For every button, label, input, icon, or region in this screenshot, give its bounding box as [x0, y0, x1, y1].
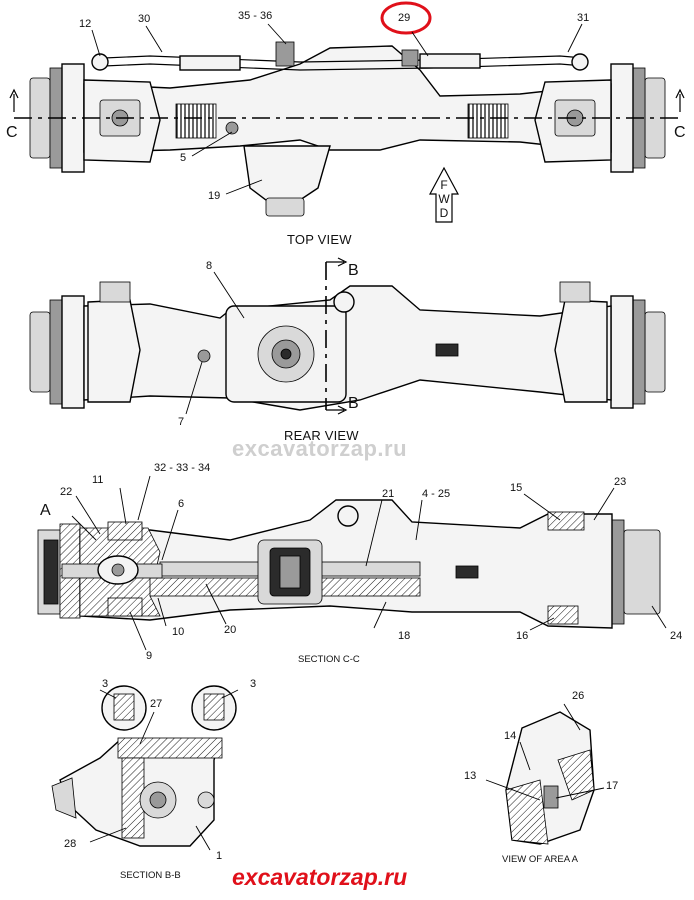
section-marker-c-left: C: [6, 124, 18, 141]
callout-18: 18: [398, 630, 411, 642]
callout-4-25: 4 - 25: [422, 488, 451, 500]
section-marker-b-top: B: [348, 262, 359, 279]
callout-29: 29: [398, 12, 411, 24]
callout-13: 13: [464, 770, 477, 782]
section-marker-c-right: C: [674, 124, 686, 141]
section-cc-title: SECTION C-C: [298, 654, 360, 665]
callout-6: 6: [178, 498, 185, 510]
top-view-title: TOP VIEW: [287, 232, 352, 247]
callout-3-right: 3: [250, 678, 257, 690]
callout-29-highlight-ring: [380, 1, 432, 35]
callout-16: 16: [516, 630, 529, 642]
callout-32-33-34: 32 - 33 - 34: [154, 462, 211, 474]
section-bb-title: SECTION B-B: [120, 870, 181, 881]
callout-21: 21: [382, 488, 395, 500]
section-marker-a: A: [40, 502, 51, 519]
view-area-a-drawing: [485, 703, 605, 845]
fwd-arrow-label: F W D: [429, 178, 459, 220]
callout-11: 11: [92, 474, 104, 486]
callout-3-left: 3: [102, 678, 109, 690]
callout-24: 24: [670, 630, 683, 642]
callout-5: 5: [180, 152, 187, 164]
section-marker-b-bottom: B: [348, 395, 359, 412]
callout-8: 8: [206, 260, 213, 272]
callout-26: 26: [572, 690, 585, 702]
fwd-letter-w: W: [438, 192, 450, 206]
callout-10: 10: [172, 626, 185, 638]
callout-12: 12: [79, 18, 92, 30]
callout-14: 14: [504, 730, 517, 742]
callout-31: 31: [577, 12, 590, 24]
callout-1: 1: [216, 850, 223, 862]
watermark-gray: excavatorzap.ru: [232, 436, 408, 461]
callout-9: 9: [146, 650, 153, 662]
callout-19: 19: [208, 190, 221, 202]
callout-27: 27: [150, 698, 163, 710]
callout-35-36: 35 - 36: [238, 10, 273, 22]
rear-view-title: REAR VIEW: [284, 428, 359, 443]
section-cc-drawing: [37, 475, 667, 651]
callout-7: 7: [178, 416, 185, 428]
callout-20: 20: [224, 624, 237, 636]
section-bb-drawing: [51, 685, 239, 851]
view-area-a-title: VIEW OF AREA A: [502, 854, 579, 865]
callout-28: 28: [64, 838, 77, 850]
callout-15: 15: [510, 482, 523, 494]
callout-23: 23: [614, 476, 627, 488]
callout-30: 30: [138, 13, 151, 25]
callout-17: 17: [606, 780, 619, 792]
top-view-drawing: [9, 41, 685, 223]
rear-view-drawing: [29, 257, 666, 415]
watermark-red: excavatorzap.ru: [232, 864, 408, 890]
top-view-leaders: [91, 23, 583, 195]
fwd-letter-d: D: [439, 206, 449, 220]
fwd-letter-f: F: [440, 178, 448, 192]
callout-22: 22: [60, 486, 73, 498]
